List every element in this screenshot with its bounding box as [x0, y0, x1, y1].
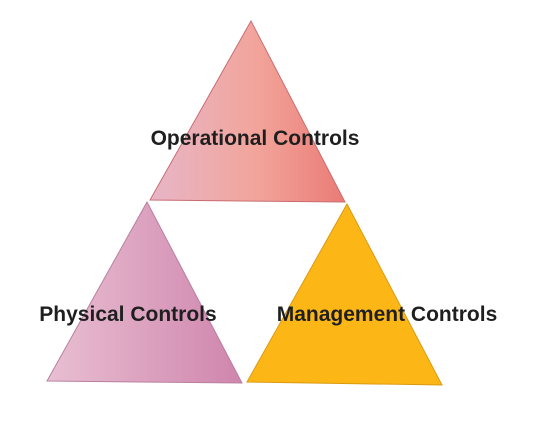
management-controls-triangle [246, 202, 443, 386]
operational-controls-node: Operational Controls [149, 19, 360, 203]
operational-controls-triangle [149, 19, 346, 203]
physical-controls-label: Physical Controls [39, 303, 216, 326]
management-controls-label: Management Controls [277, 303, 498, 326]
operational-controls-label: Operational Controls [151, 127, 360, 150]
physical-controls-triangle [46, 200, 243, 384]
management-controls-node: Management Controls [246, 202, 498, 386]
physical-controls-node: Physical Controls [39, 200, 243, 384]
